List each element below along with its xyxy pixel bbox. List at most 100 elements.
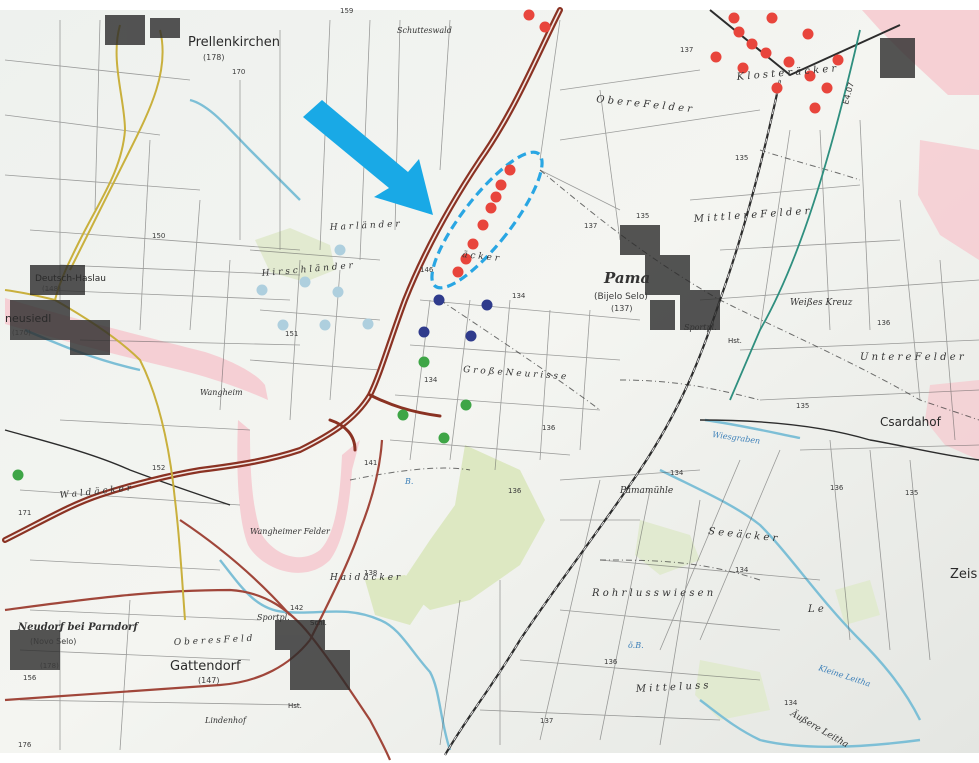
elevation-label: 135 — [796, 402, 809, 410]
field-boundaries — [4, 19, 979, 751]
elevation-label: 136 — [604, 658, 618, 666]
field-label: Pamamühle — [619, 486, 673, 496]
field-label: H a r l ä n d e r — [329, 219, 401, 233]
green-marker — [438, 432, 450, 444]
light-blue-marker — [299, 276, 311, 288]
elevation-label: 136 — [830, 484, 844, 492]
highlight-ellipse — [430, 150, 544, 290]
red-marker — [495, 179, 507, 191]
town-label: Pama — [603, 269, 650, 287]
elevation-label: 137 — [540, 717, 553, 725]
field-label: O b e r e s F e l d — [174, 634, 253, 648]
light-blue-marker — [334, 244, 346, 256]
pointer-arrow-icon — [303, 100, 433, 215]
elevation-label: 176 — [18, 741, 32, 749]
light-blue-marker — [362, 318, 374, 330]
red-marker — [490, 191, 502, 203]
elevation-label: 134 — [512, 292, 526, 300]
red-marker — [523, 9, 535, 21]
green-marker — [397, 409, 409, 421]
red-marker — [746, 38, 758, 50]
elevation-label: 151 — [285, 330, 298, 338]
red-marker — [467, 238, 479, 250]
red-marker — [477, 219, 489, 231]
elevation-label: 137 — [680, 46, 693, 54]
field-label: Wangheimer Felder — [250, 527, 331, 536]
elevation-label: 146 — [420, 266, 434, 274]
elevation-label: 141 — [364, 459, 377, 467]
red-marker — [710, 51, 722, 63]
field-label: H a i d ä c k e r — [329, 573, 401, 583]
town-label: Prellenkirchen — [188, 35, 280, 50]
elevation-label: 156 — [23, 674, 37, 682]
light-blue-markers — [256, 244, 374, 331]
town-label: Zeis — [950, 567, 978, 582]
elevation-label: (178) — [203, 53, 225, 62]
green-markers — [12, 356, 472, 481]
red-marker — [802, 28, 814, 40]
elevation-label: 136 — [877, 319, 891, 327]
red-marker — [737, 62, 749, 74]
water-label: B. — [404, 477, 413, 486]
red-marker — [539, 21, 551, 33]
elevation-label: 136 — [542, 424, 556, 432]
elevation-label: 170 — [232, 68, 245, 76]
town-alt-label: (Bijelo Selo) — [594, 292, 648, 302]
elevation-label: 150 — [152, 232, 165, 240]
dark-blue-marker — [433, 294, 445, 306]
green-marker — [418, 356, 430, 368]
pink-zones — [5, 10, 979, 573]
elevation-label: (137) — [611, 304, 633, 313]
main-roads — [4, 439, 392, 761]
town-alt-label: (Novo Selo) — [30, 637, 76, 646]
field-label: U n t e r e F e l d e r — [860, 352, 965, 363]
town-label: neusiedl — [5, 312, 51, 325]
field-label: ä c k e r — [462, 250, 500, 264]
elevation-label: 137 — [584, 222, 597, 230]
green-marker — [12, 469, 24, 481]
dark-blue-markers — [418, 294, 493, 342]
settlements — [10, 15, 915, 690]
field-label: Sportpl. — [684, 323, 717, 332]
light-blue-marker — [332, 286, 344, 298]
elevation-label: (147) — [198, 676, 220, 685]
map-bottom-margin — [0, 753, 979, 763]
field-label: Weißes Kreuz — [790, 298, 853, 308]
red-marker — [733, 26, 745, 38]
elevation-label: 142 — [290, 604, 303, 612]
railway — [4, 9, 979, 756]
town-label: Gattendorf — [170, 659, 241, 674]
red-marker — [460, 253, 472, 265]
green-marker — [460, 399, 472, 411]
water-label: ö.B. — [628, 641, 644, 650]
light-blue-marker — [277, 319, 289, 331]
town-label: Neudorf bei Parndorf — [17, 622, 139, 633]
field-label: Csardahof — [880, 415, 942, 429]
elevation-label: 134 — [784, 699, 798, 707]
dark-blue-marker — [418, 326, 430, 338]
red-markers — [452, 9, 844, 278]
red-marker — [804, 70, 816, 82]
elevation-label: 134 — [670, 469, 684, 477]
red-marker — [821, 82, 833, 94]
light-blue-marker — [319, 319, 331, 331]
elevation-label: (148) — [42, 285, 61, 293]
field-label: Wangheim — [200, 388, 243, 397]
dark-blue-marker — [481, 299, 493, 311]
map-top-margin — [0, 0, 979, 10]
red-marker — [771, 82, 783, 94]
field-label: R o h r l u s s w i e s e n — [591, 588, 713, 599]
elevation-label: 136 — [508, 487, 522, 495]
station-label: Schl. — [310, 619, 327, 627]
red-marker — [783, 56, 795, 68]
red-marker — [760, 47, 772, 59]
station-label: Hst. — [288, 702, 302, 710]
red-marker — [809, 102, 821, 114]
red-marker — [504, 164, 516, 176]
field-label: Sportpl. — [257, 613, 290, 622]
town-label: Deutsch-Haslau — [35, 274, 106, 284]
meadow-areas — [255, 228, 880, 720]
